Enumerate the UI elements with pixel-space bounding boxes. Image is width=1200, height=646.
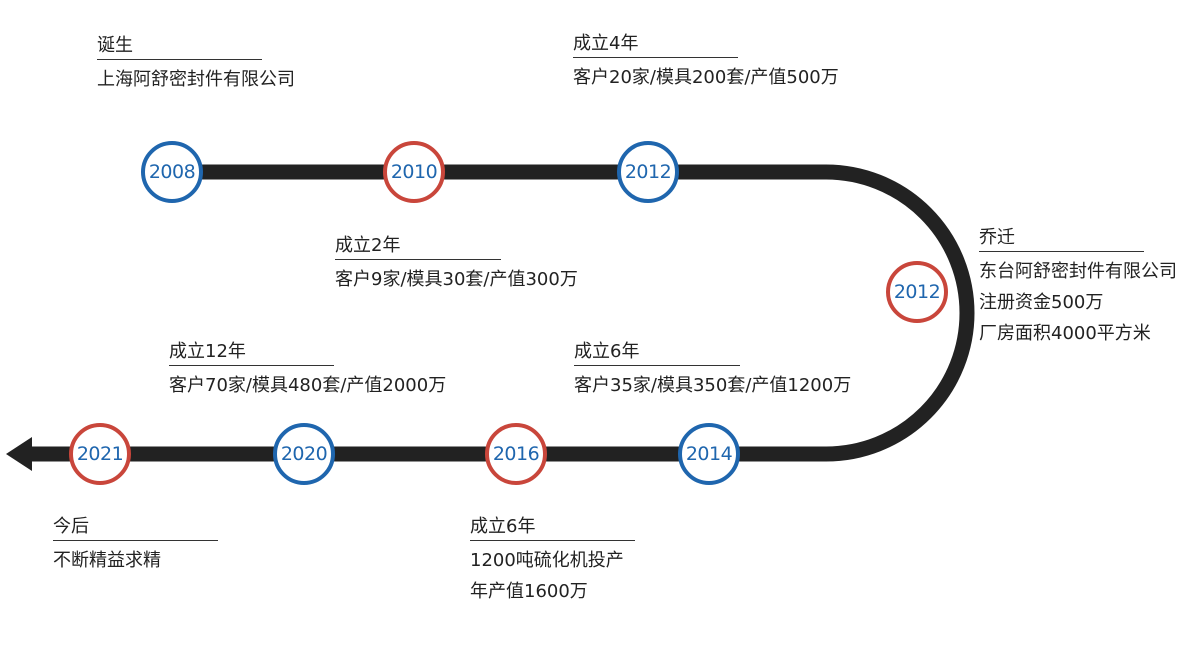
year-node-2008: 2008 — [141, 141, 203, 203]
milestone-detail: 客户35家/模具350套/产值1200万 — [574, 375, 852, 396]
milestone-detail: 客户9家/模具30套/产值300万 — [335, 269, 578, 290]
year-node-2020: 2020 — [273, 423, 335, 485]
year-node-2012-top: 2012 — [617, 141, 679, 203]
milestone-title: 成立2年 — [335, 237, 501, 260]
milestone-title: 成立6年 — [470, 518, 635, 541]
timeline-path — [30, 164, 975, 462]
year-node-2014: 2014 — [678, 423, 740, 485]
milestone-detail: 注册资金500万 — [979, 292, 1104, 313]
milestone-detail: 1200吨硫化机投产 — [470, 550, 624, 571]
arrow-head-icon — [6, 437, 32, 471]
milestone-detail: 不断精益求精 — [53, 550, 161, 571]
milestone-title: 今后 — [53, 518, 218, 541]
milestone-detail: 客户70家/模具480套/产值2000万 — [169, 375, 447, 396]
milestone-note-2021: 今后 不断精益求精 — [53, 518, 218, 570]
milestone-title: 诞生 — [97, 37, 262, 60]
year-node-2012-right: 2012 — [886, 261, 948, 323]
milestone-title: 成立4年 — [573, 35, 738, 58]
milestone-detail: 客户20家/模具200套/产值500万 — [573, 67, 839, 88]
milestone-detail: 上海阿舒密封件有限公司 — [97, 69, 295, 90]
milestone-note-2012-right: 乔迁 东台阿舒密封件有限公司 注册资金500万 厂房面积4000平方米 — [979, 229, 1177, 343]
year-node-2021: 2021 — [69, 423, 131, 485]
milestone-note-2014: 成立6年 客户35家/模具350套/产值1200万 — [574, 343, 851, 395]
year-node-2010: 2010 — [383, 141, 445, 203]
milestone-title: 成立6年 — [574, 343, 740, 366]
milestone-note-2010: 成立2年 客户9家/模具30套/产值300万 — [335, 237, 578, 289]
milestone-note-2020: 成立12年 客户70家/模具480套/产值2000万 — [169, 343, 446, 395]
milestone-detail: 年产值1600万 — [470, 581, 588, 602]
milestone-note-2016: 成立6年 1200吨硫化机投产 年产值1600万 — [470, 518, 635, 601]
milestone-title: 成立12年 — [169, 343, 334, 366]
year-node-2016: 2016 — [485, 423, 547, 485]
milestone-title: 乔迁 — [979, 229, 1144, 252]
milestone-note-2008: 诞生 上海阿舒密封件有限公司 — [97, 37, 295, 89]
milestone-detail: 厂房面积4000平方米 — [979, 323, 1151, 344]
milestone-note-2012-top: 成立4年 客户20家/模具200套/产值500万 — [573, 35, 839, 87]
milestone-detail: 东台阿舒密封件有限公司 — [979, 261, 1177, 282]
